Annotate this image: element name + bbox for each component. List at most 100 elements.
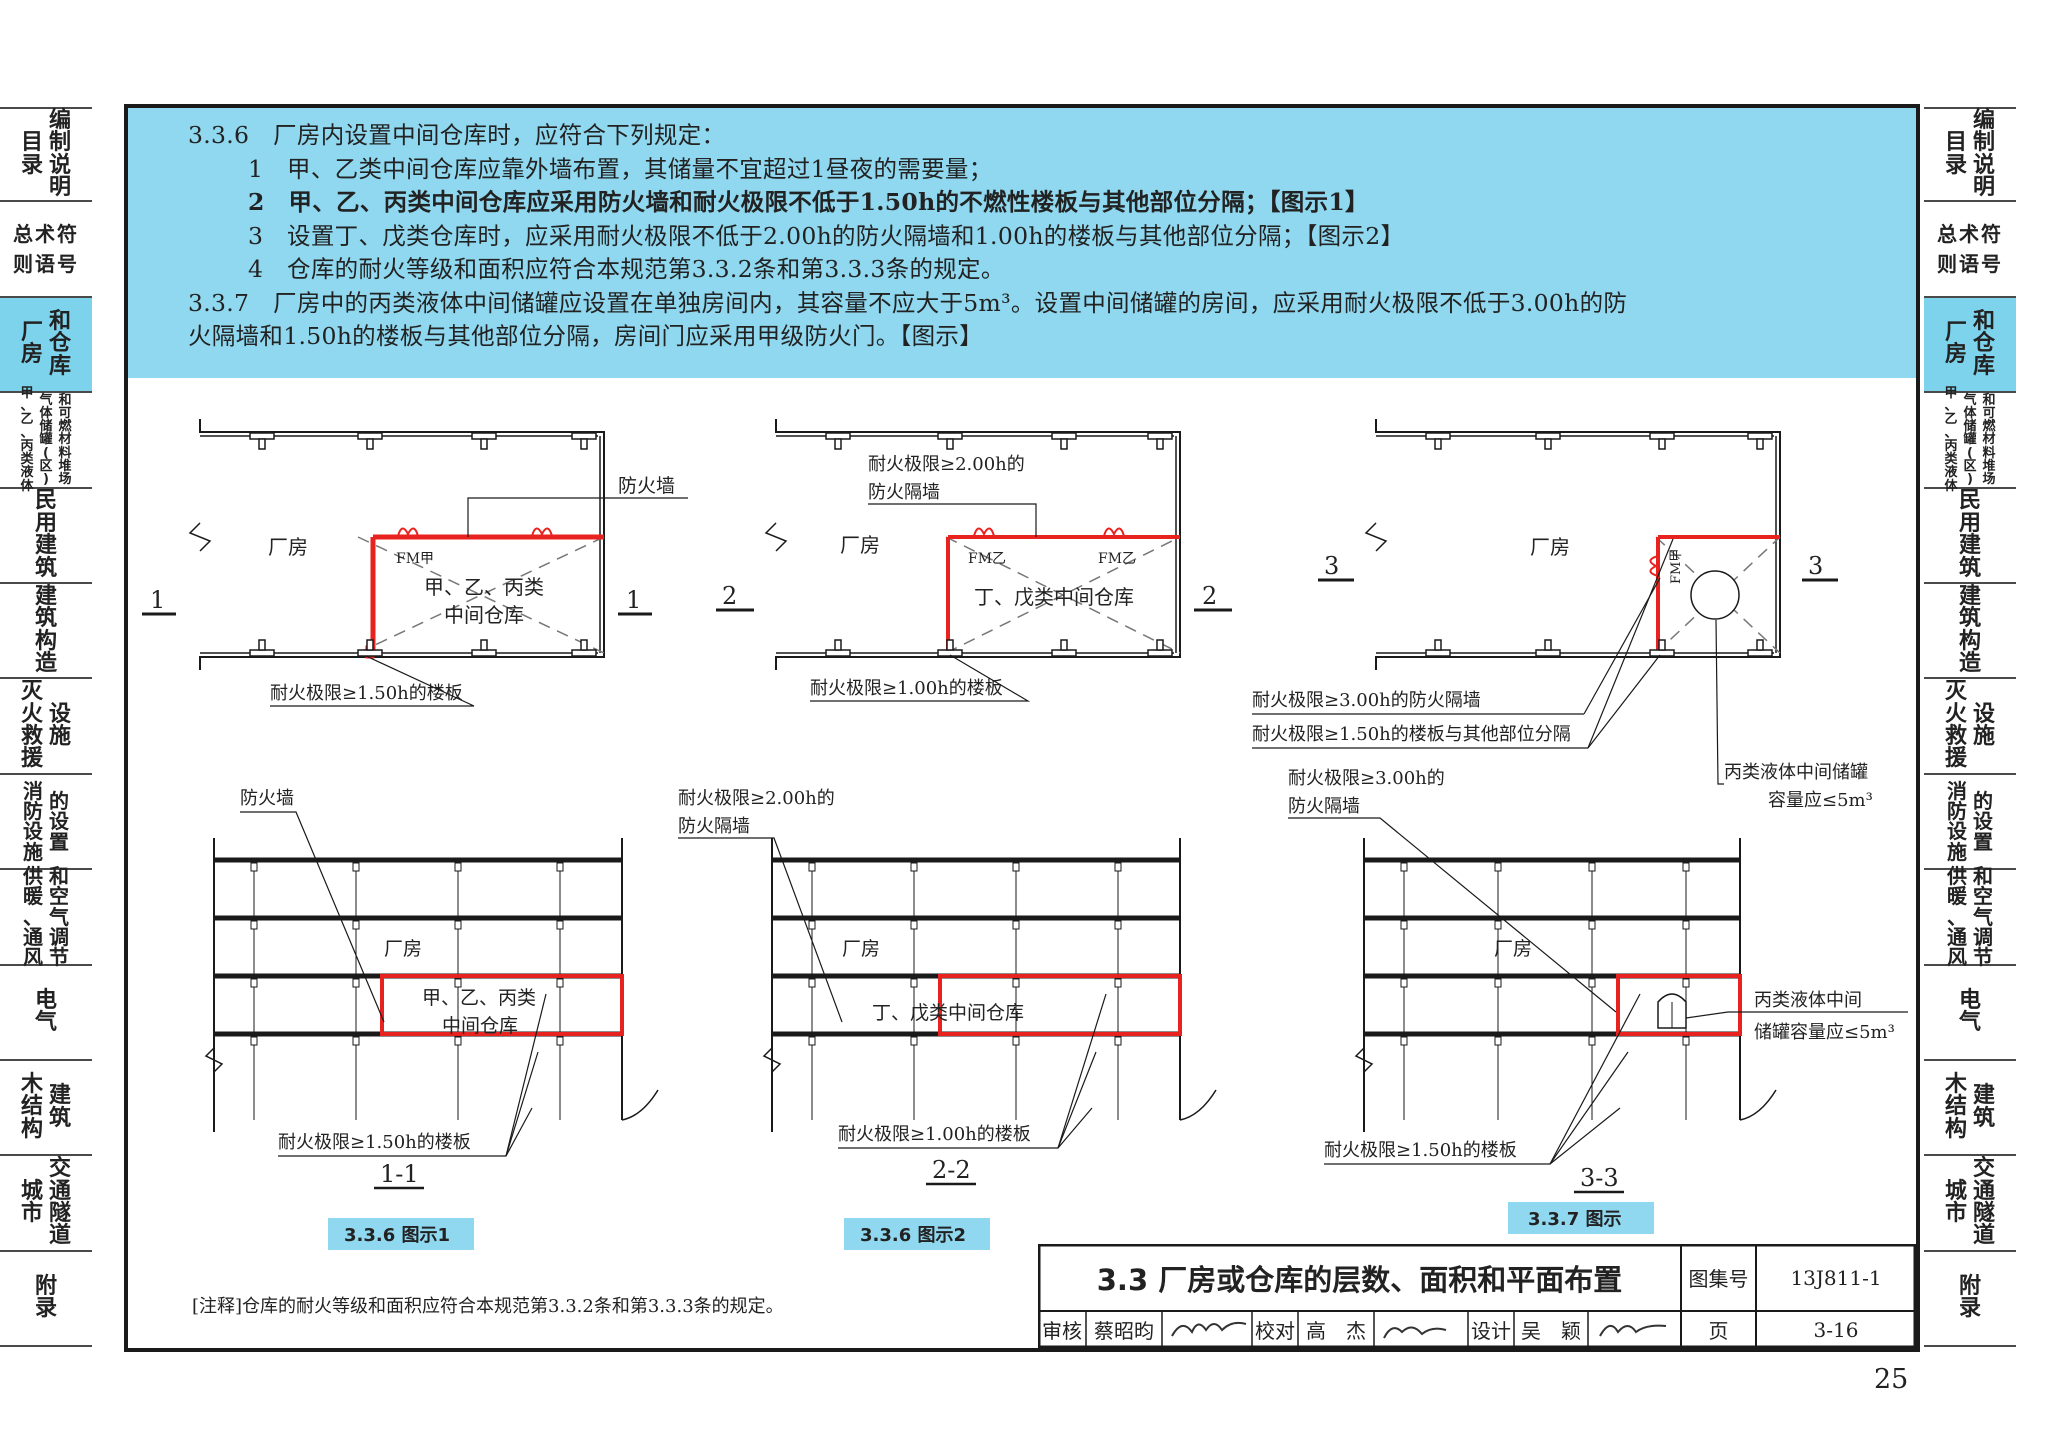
section2-caption: 3.3.6 图示2 <box>860 1225 966 1246</box>
plan2-section-right: 2 <box>1202 582 1217 610</box>
section2-wall-label-1: 耐火极限≥2.00h的 <box>678 788 835 809</box>
plan-column <box>1658 438 1666 450</box>
plan-3 <box>1364 419 1781 670</box>
section-break <box>762 1047 782 1073</box>
plan1-section-right: 1 <box>626 586 641 614</box>
section-column-cap <box>1114 978 1122 988</box>
section-column-cap <box>454 862 462 872</box>
nav-tab-label: 气体储罐(区) <box>39 392 53 487</box>
section2-floor-label: 耐火极限≥1.00h的楼板 <box>838 1124 1031 1145</box>
plan1-store-1: 甲、乙、丙类 <box>424 575 544 599</box>
section-column-cap <box>250 920 258 930</box>
plan3-factory: 厂房 <box>1530 535 1570 559</box>
plan1-floor-label: 耐火极限≥1.50h的楼板 <box>270 683 463 704</box>
plan-column <box>1747 649 1773 657</box>
nav-tab-label: 甲、乙、丙类液体 <box>1944 385 1958 494</box>
left-nav-tab-1[interactable]: 编制说明目录 <box>0 107 92 203</box>
plan-column <box>1544 438 1552 450</box>
section-column-cap <box>556 920 564 930</box>
section3-floor-label: 耐火极限≥1.50h的楼板 <box>1324 1140 1517 1161</box>
title-block: 3.3 厂房或仓库的层数、面积和平面布置 图集号 13J811-1 审核 蔡昭昀… <box>1038 1244 1916 1348</box>
section-column-cap <box>910 978 918 988</box>
section3-name: 3-3 <box>1580 1164 1619 1192</box>
plan-column <box>1156 639 1164 651</box>
plan-column <box>357 432 383 440</box>
left-nav-tab-8[interactable]: 的设置消防设施 <box>0 774 92 871</box>
plan3-section-left: 3 <box>1324 552 1339 580</box>
plan-column <box>1425 432 1451 440</box>
plan-column <box>1649 432 1675 440</box>
section-column-cap <box>1400 978 1408 988</box>
right-nav-tab-13[interactable]: 附录 <box>1924 1251 2016 1348</box>
section-column-cap <box>1682 978 1690 988</box>
plan-column <box>1051 649 1077 657</box>
right-nav-tab-9[interactable]: 和空气调节供暖、通风 <box>1924 865 2016 968</box>
left-nav-tab-6[interactable]: 建筑构造 <box>0 583 92 680</box>
section-column-cap <box>910 862 918 872</box>
plan1-wall-label: 防火墙 <box>618 475 675 497</box>
atlas-label: 图集号 <box>1688 1267 1749 1291</box>
section3-wall-label-2: 防火隔墙 <box>1288 796 1360 817</box>
section-storage-room <box>1616 974 1742 1036</box>
section1-store-2: 中间仓库 <box>442 1015 518 1037</box>
plan-column <box>571 432 597 440</box>
right-nav-tab-7[interactable]: 设施灭火救援 <box>1924 679 2016 775</box>
left-nav-tab-9[interactable]: 和空气调节供暖、通风 <box>0 865 92 968</box>
right-nav-tab-1[interactable]: 编制说明目录 <box>1924 107 2016 203</box>
plan-column <box>571 649 597 657</box>
plan-column <box>1051 432 1077 440</box>
right-nav-tab-5[interactable]: 民用建筑 <box>1924 488 2016 584</box>
nav-tab-label: 和空气调节 <box>49 863 69 970</box>
section-column-cap <box>1682 920 1690 930</box>
spec-line-2: 1 甲、乙类中间仓库应靠外墙布置，其储量不宜超过1昼夜的需要量； <box>248 154 993 183</box>
section-column-cap <box>808 1036 816 1046</box>
section-column-cap <box>808 920 816 930</box>
right-nav-tab-3[interactable]: 和仓库厂房 <box>1924 297 2016 394</box>
right-nav-tab-11[interactable]: 建筑木结构 <box>1924 1060 2016 1157</box>
nav-tab-label: 气体储罐(区) <box>1963 392 1977 487</box>
section-column-cap <box>454 920 462 930</box>
section-column-cap <box>1114 1036 1122 1046</box>
right-nav-tab-2[interactable]: 总术符则语号 <box>1924 202 2016 298</box>
title-block-grid <box>1038 1244 1916 1348</box>
left-nav-tab-7[interactable]: 设施灭火救援 <box>0 679 92 775</box>
section-column-cap <box>352 1036 360 1046</box>
nav-tab-line: 则语号 <box>1937 252 2003 277</box>
left-nav-tab-12[interactable]: 交通隧道城市 <box>0 1156 92 1252</box>
left-nav-tab-11[interactable]: 建筑木结构 <box>0 1060 92 1157</box>
fire-door-icon <box>1649 555 1659 577</box>
section-column-cap <box>250 1036 258 1046</box>
section-column-cap <box>1494 1036 1502 1046</box>
left-nav-tab-3[interactable]: 和仓库厂房 <box>0 297 92 394</box>
nav-tab-label: 木结构 <box>1944 1071 1967 1142</box>
right-nav-tab-8[interactable]: 的设置消防设施 <box>1924 774 2016 871</box>
right-nav-tab-12[interactable]: 交通隧道城市 <box>1924 1156 2016 1252</box>
plan1-section-left: 1 <box>150 586 165 614</box>
plan-column <box>1535 649 1561 657</box>
fire-door-icon <box>973 527 995 537</box>
nav-tab-label: 灭火救援 <box>1944 679 1967 772</box>
nav-tab-label: 附录 <box>34 1273 57 1322</box>
right-nav-tab-10[interactable]: 电气 <box>1924 965 2016 1061</box>
plan-column <box>834 438 842 450</box>
left-nav-tab-10[interactable]: 电气 <box>0 965 92 1061</box>
nav-tab-label: 编制说明 <box>1973 107 1996 201</box>
right-nav: 编制说明目录总术符则语号和仓库厂房和可燃材料堆场气体储罐(区)甲、乙、丙类液体民… <box>1924 107 2016 1348</box>
left-nav-tab-5[interactable]: 民用建筑 <box>0 488 92 584</box>
section-column-cap <box>1114 862 1122 872</box>
right-nav-tab-6[interactable]: 建筑构造 <box>1924 583 2016 680</box>
left-nav-tab-4[interactable]: 和可燃材料堆场气体储罐(区)甲、乙、丙类液体 <box>0 387 92 493</box>
nav-tab-label: 民用建筑 <box>1958 488 1981 581</box>
section-ground <box>621 1089 659 1121</box>
left-nav-tab-2[interactable]: 总术符则语号 <box>0 202 92 298</box>
right-nav-tab-4[interactable]: 和可燃材料堆场气体储罐(区)甲、乙、丙类液体 <box>1924 387 2016 493</box>
section-ground <box>1739 1089 1777 1121</box>
nav-tab-label: 木结构 <box>20 1071 43 1142</box>
plan-column <box>1060 438 1068 450</box>
spec-line-1: 3.3.6 厂房内设置中间仓库时，应符合下列规定： <box>188 121 726 149</box>
plan-column <box>258 639 266 651</box>
section-column-cap <box>1012 862 1020 872</box>
spec-line-5: 4 仓库的耐火等级和面积应符合本规范第3.3.2条和第3.3.3条的规定。 <box>248 255 1005 283</box>
plan-column <box>825 432 851 440</box>
left-nav-tab-13[interactable]: 附录 <box>0 1251 92 1348</box>
